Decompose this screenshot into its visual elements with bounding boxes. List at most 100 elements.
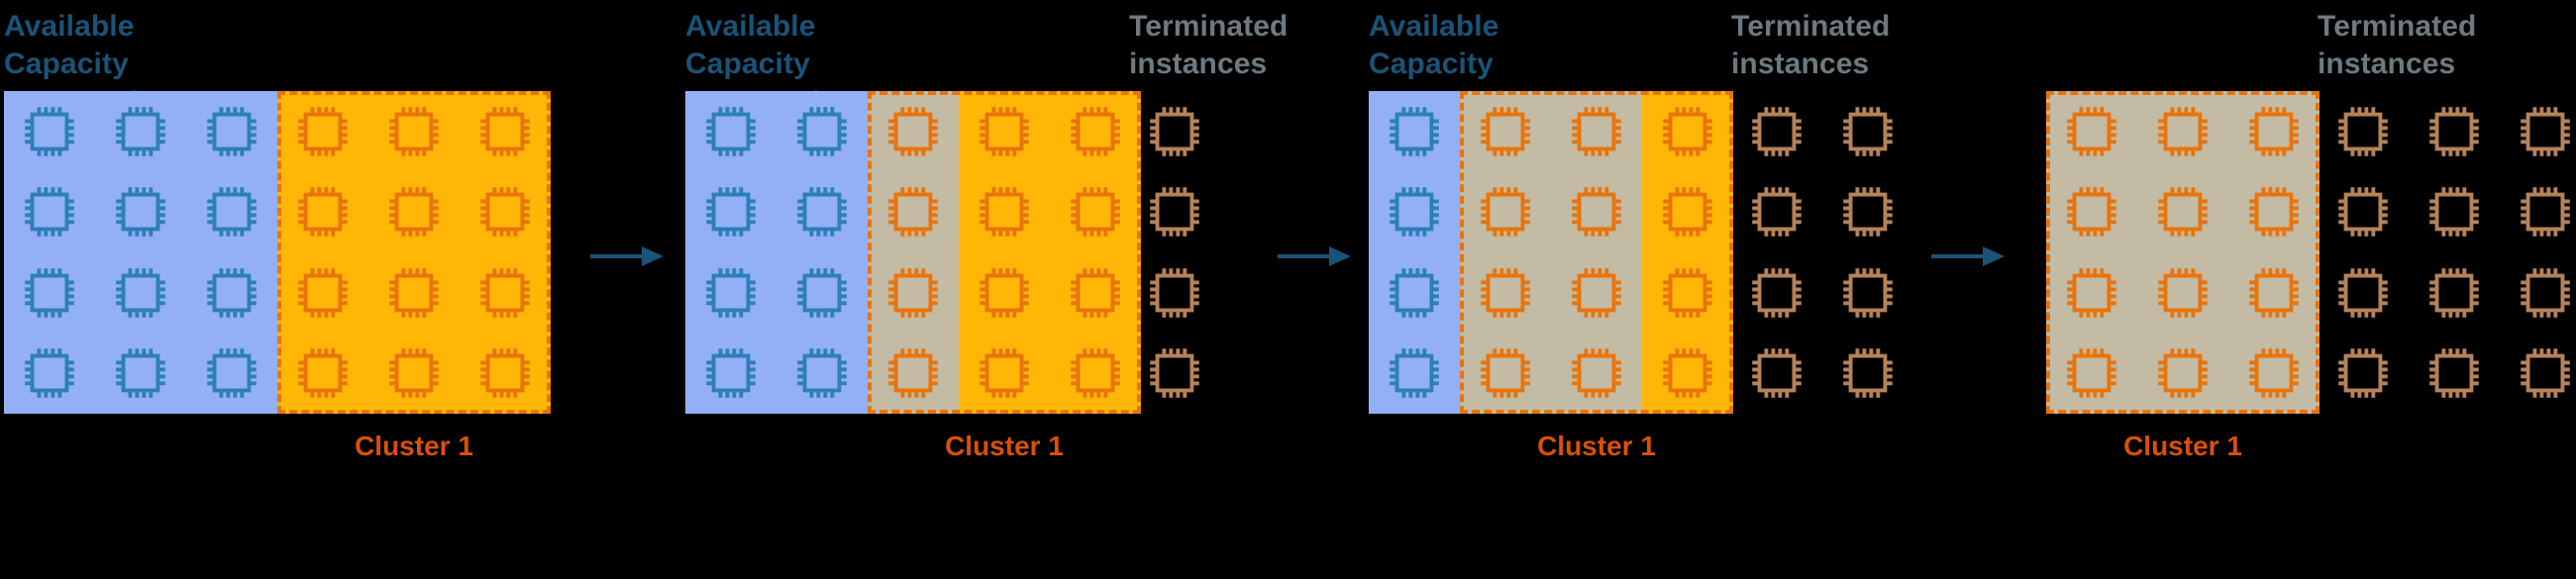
terminated-instances-grid xyxy=(1129,91,1220,414)
terminated-instance xyxy=(1746,342,1807,404)
terminated-instance xyxy=(2515,262,2576,324)
terminated-chip-column xyxy=(2409,91,2500,414)
terminated-instance xyxy=(1746,101,1807,162)
terminated-chip-column xyxy=(2500,91,2576,414)
segment-cluster xyxy=(959,91,1141,414)
segment-unused xyxy=(2046,91,2319,414)
chip-icon xyxy=(480,348,530,399)
instance-slot xyxy=(2152,101,2214,162)
chip-icon xyxy=(2249,348,2299,399)
chip-column xyxy=(460,91,551,414)
instance-slot xyxy=(201,181,262,242)
terminated-instance xyxy=(1837,181,1899,242)
terminated-chip-column xyxy=(2318,91,2409,414)
instance-slot xyxy=(2243,101,2305,162)
chip-icon xyxy=(888,267,938,318)
chip-column xyxy=(959,91,1050,414)
instance-slot xyxy=(1384,101,1445,162)
chip-icon xyxy=(2338,348,2388,399)
terminated-instance xyxy=(2515,342,2576,404)
chip-icon xyxy=(389,348,439,399)
chip-icon xyxy=(1390,187,1439,238)
instance-slot xyxy=(1475,262,1536,324)
instance-slot xyxy=(700,101,762,162)
terminated-instance xyxy=(2332,101,2394,162)
terminated-instances-grid xyxy=(1731,91,1913,414)
terminated-instance xyxy=(1144,181,1205,242)
capacity-blocks xyxy=(4,91,551,414)
chip-column xyxy=(685,91,776,414)
cluster-label: Cluster 1 xyxy=(1537,431,1656,461)
chip-icon xyxy=(480,106,530,156)
capacity-blocks xyxy=(685,91,1141,414)
chip-icon xyxy=(979,187,1029,238)
instance-slot xyxy=(383,181,445,242)
chip-icon xyxy=(1752,187,1802,238)
chip-icon xyxy=(25,106,74,156)
terminated-instance xyxy=(2423,342,2485,404)
chip-icon xyxy=(2249,267,2299,318)
instance-slot xyxy=(1384,342,1445,404)
chip-icon xyxy=(2338,106,2388,156)
chip-icon xyxy=(1843,348,1893,399)
instance-slot xyxy=(1065,262,1126,324)
instance-slot xyxy=(110,342,171,404)
instance-slot xyxy=(882,342,944,404)
terminated-instances-grid xyxy=(2318,91,2576,414)
chip-icon xyxy=(2521,187,2570,238)
transition-arrow xyxy=(1278,245,1351,267)
chip-icon xyxy=(1752,348,1802,399)
chip-icon xyxy=(207,106,257,156)
terminated-chip-column xyxy=(1129,91,1220,414)
instance-slot xyxy=(201,101,262,162)
chip-icon xyxy=(298,106,348,156)
instance-slot xyxy=(1475,342,1536,404)
chip-icon xyxy=(888,106,938,156)
chip-icon xyxy=(1150,348,1199,399)
instance-slot xyxy=(201,262,262,324)
segment-available xyxy=(685,91,868,414)
chip-column xyxy=(2046,91,2137,414)
chip-icon xyxy=(797,348,847,399)
instance-slot xyxy=(1566,262,1627,324)
instance-slot xyxy=(882,262,944,324)
chip-column xyxy=(186,91,277,414)
instance-slot xyxy=(2243,262,2305,324)
terminated-instance xyxy=(2423,262,2485,324)
arrow-right-icon xyxy=(1278,246,1351,266)
chip-icon xyxy=(1843,267,1893,318)
chip-icon xyxy=(979,348,1029,399)
chip-icon xyxy=(1390,348,1439,399)
chip-icon xyxy=(116,187,165,238)
chip-icon xyxy=(116,267,165,318)
instance-slot xyxy=(110,101,171,162)
terminated-instance xyxy=(2515,181,2576,242)
instance-slot xyxy=(474,181,536,242)
instance-slot xyxy=(1657,262,1718,324)
instance-slot xyxy=(1657,101,1718,162)
chip-icon xyxy=(1150,267,1199,318)
instance-slot xyxy=(974,342,1035,404)
instance-slot xyxy=(1566,342,1627,404)
terminated-instance xyxy=(2332,181,2394,242)
terminated-instances-label: Terminated instances xyxy=(1129,10,1288,81)
chip-icon xyxy=(2067,267,2116,318)
chip-column xyxy=(1642,91,1733,414)
terminated-chip-column xyxy=(1731,91,1822,414)
terminated-chip-column xyxy=(1822,91,1913,414)
instance-slot xyxy=(1566,101,1627,162)
chip-icon xyxy=(1572,348,1621,399)
chip-icon xyxy=(1481,106,1530,156)
chip-icon xyxy=(1572,187,1621,238)
chip-icon xyxy=(2158,106,2208,156)
chip-icon xyxy=(2521,348,2570,399)
capacity-blocks xyxy=(2046,91,2319,414)
chip-icon xyxy=(706,348,756,399)
chip-icon xyxy=(2338,187,2388,238)
chip-icon xyxy=(2158,187,2208,238)
transition-arrow xyxy=(590,245,664,267)
chip-icon xyxy=(1071,267,1120,318)
terminated-instance xyxy=(2515,101,2576,162)
instance-slot xyxy=(1566,181,1627,242)
